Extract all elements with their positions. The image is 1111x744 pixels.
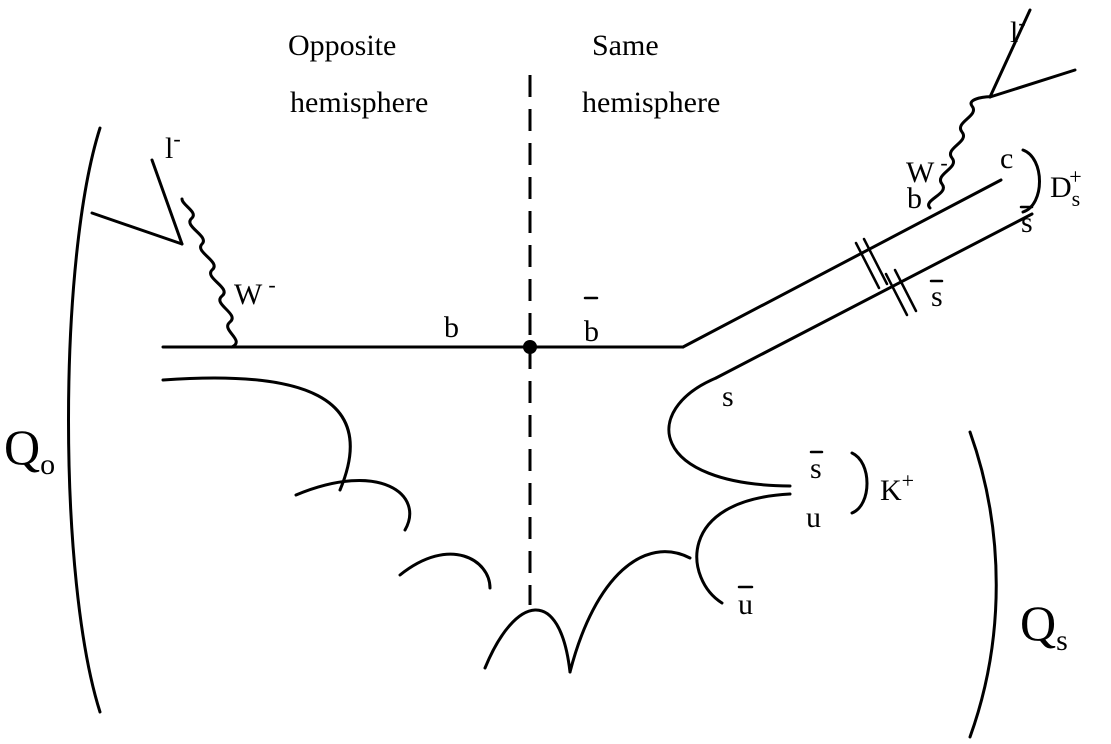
- w-right-wavy-line: [927, 95, 992, 210]
- u-string: [695, 492, 792, 605]
- q-o-sub: o: [40, 448, 55, 481]
- b-label-right: b: [584, 315, 599, 348]
- c-quark-label: c: [1000, 142, 1013, 175]
- w-left-sup: -: [268, 272, 275, 297]
- q-o-label: Qo: [4, 419, 55, 481]
- w-left-wavy-line: [180, 197, 238, 349]
- ds-sub: s: [1072, 186, 1081, 211]
- q-s-sub: s: [1056, 624, 1068, 657]
- lepton-right-line-b: [988, 68, 1077, 99]
- s-string-to-kaon: [667, 376, 792, 488]
- kaon-label: K+: [880, 468, 914, 507]
- break-mark-lower-2: [893, 268, 918, 313]
- q-s-bracket: [968, 430, 998, 739]
- string-arc-left-mid: [294, 479, 412, 532]
- w-right-label: W-: [906, 150, 948, 189]
- kaon-sup: +: [902, 468, 914, 493]
- string-arc-right-lower: [568, 550, 692, 674]
- sbar-upper-label: s: [1021, 206, 1033, 239]
- ubar-label: u: [738, 588, 753, 621]
- lepton-right-line-a: [988, 8, 1032, 99]
- lepton-left-sup: -: [173, 126, 180, 151]
- ds-sup: +: [1069, 164, 1081, 189]
- s-quark-label: s: [722, 380, 734, 413]
- q-s-label: Qs: [1020, 595, 1068, 657]
- sbar-mid-label: s: [931, 280, 943, 313]
- q-o-bracket: [67, 126, 102, 714]
- string-arc-left-top: [161, 376, 352, 492]
- break-mark-upper-1: [854, 241, 881, 290]
- b-upper-quark-line: [681, 178, 1003, 349]
- same-hemisphere-label-line1: Same: [592, 29, 659, 62]
- w-left-label: W-: [234, 272, 276, 311]
- u-quark-label: u: [806, 501, 821, 534]
- ds-meson-label: Ds+: [1050, 164, 1082, 211]
- production-vertex: [523, 340, 537, 354]
- b-label-upper: b: [907, 182, 922, 215]
- kaon-bracket: [850, 451, 869, 515]
- string-arc-left-low: [398, 552, 492, 590]
- lepton-right-sup: -: [1018, 10, 1025, 35]
- lepton-left-label: l-: [165, 126, 181, 165]
- b-label-left: b: [444, 311, 459, 344]
- w-right-sup: -: [940, 150, 947, 175]
- lepton-left-line-b: [90, 211, 184, 246]
- opposite-hemisphere-label-line1: Opposite: [288, 29, 396, 62]
- s-bar-quark-line: [714, 212, 1034, 380]
- lepton-left-line-a: [150, 158, 184, 246]
- break-mark-lower-1: [884, 272, 909, 317]
- sbar-kaon-label: s: [810, 452, 822, 485]
- lepton-right-label: l-: [1010, 10, 1026, 49]
- same-hemisphere-label-line2: hemisphere: [582, 86, 720, 119]
- string-arc-bottom: [483, 608, 572, 674]
- break-mark-upper-2: [862, 237, 889, 286]
- ds-bracket: [1021, 148, 1041, 214]
- opposite-hemisphere-label-line2: hemisphere: [290, 86, 428, 119]
